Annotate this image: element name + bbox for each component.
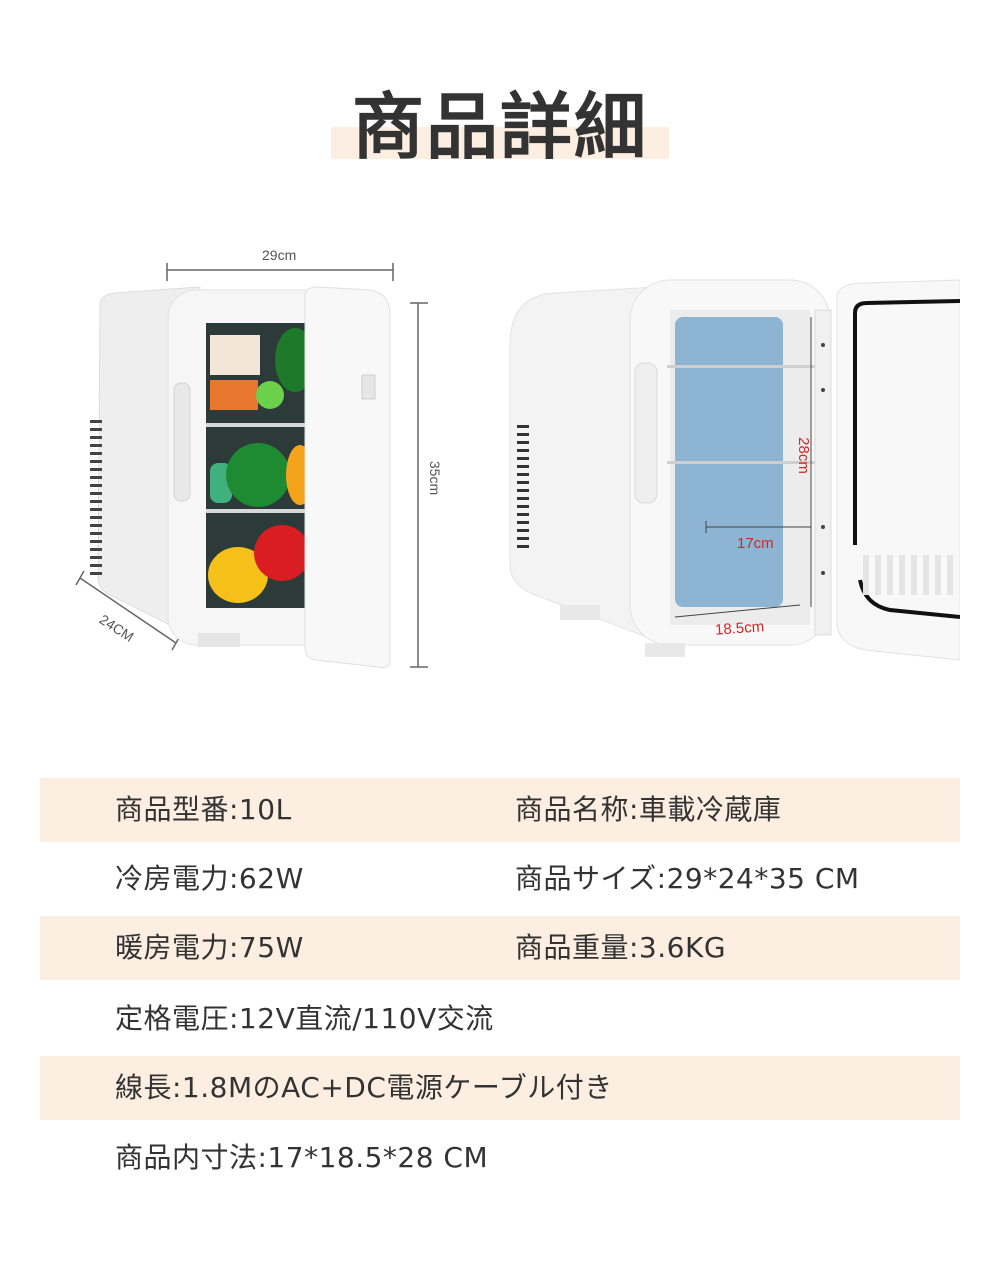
spec-rated-voltage: 定格電圧:12V直流/110V交流	[115, 1002, 494, 1035]
spec-row: 暖房電力:75W 商品重量:3.6KG	[40, 916, 960, 980]
spec-row: 定格電圧:12V直流/110V交流	[40, 987, 960, 1051]
interior-depth-label: 18.5cm	[714, 618, 765, 639]
spec-row: 商品内寸法:17*18.5*28 CM	[40, 1126, 960, 1190]
spec-model: 商品型番:10L	[115, 793, 292, 826]
spec-cooling-power: 冷房電力:62W	[115, 862, 304, 895]
title-highlight-band	[331, 127, 669, 159]
spec-product-size: 商品サイズ:29*24*35 CM	[515, 862, 860, 895]
fridge-exterior-illustration	[75, 263, 428, 669]
product-image-interior: 28cm 17cm 18.5cm	[495, 265, 961, 675]
spec-row: 商品型番:10L 商品名称:車載冷蔵庫	[40, 778, 960, 842]
spec-row: 線長:1.8MのAC+DC電源ケーブル付き	[40, 1056, 960, 1120]
spec-product-name: 商品名称:車載冷蔵庫	[515, 793, 782, 826]
dimension-height-label: 35cm	[427, 460, 444, 496]
page-title: 商品詳細	[351, 85, 648, 169]
spec-heating-power: 暖房電力:75W	[115, 931, 304, 964]
spec-weight: 商品重量:3.6KG	[515, 931, 727, 964]
fridge-interior-illustration	[509, 279, 961, 661]
page-title-block: 商品詳細	[331, 85, 669, 177]
product-image-exterior: 29cm 35cm 24CM	[60, 235, 460, 680]
dimension-width-label: 29cm	[262, 247, 297, 263]
interior-width-label: 17cm	[737, 535, 774, 552]
spec-interior-dimensions: 商品内寸法:17*18.5*28 CM	[115, 1141, 489, 1174]
interior-height-label: 28cm	[794, 437, 812, 474]
spec-cable-length: 線長:1.8MのAC+DC電源ケーブル付き	[115, 1071, 613, 1104]
spec-row: 冷房電力:62W 商品サイズ:29*24*35 CM	[40, 847, 960, 911]
